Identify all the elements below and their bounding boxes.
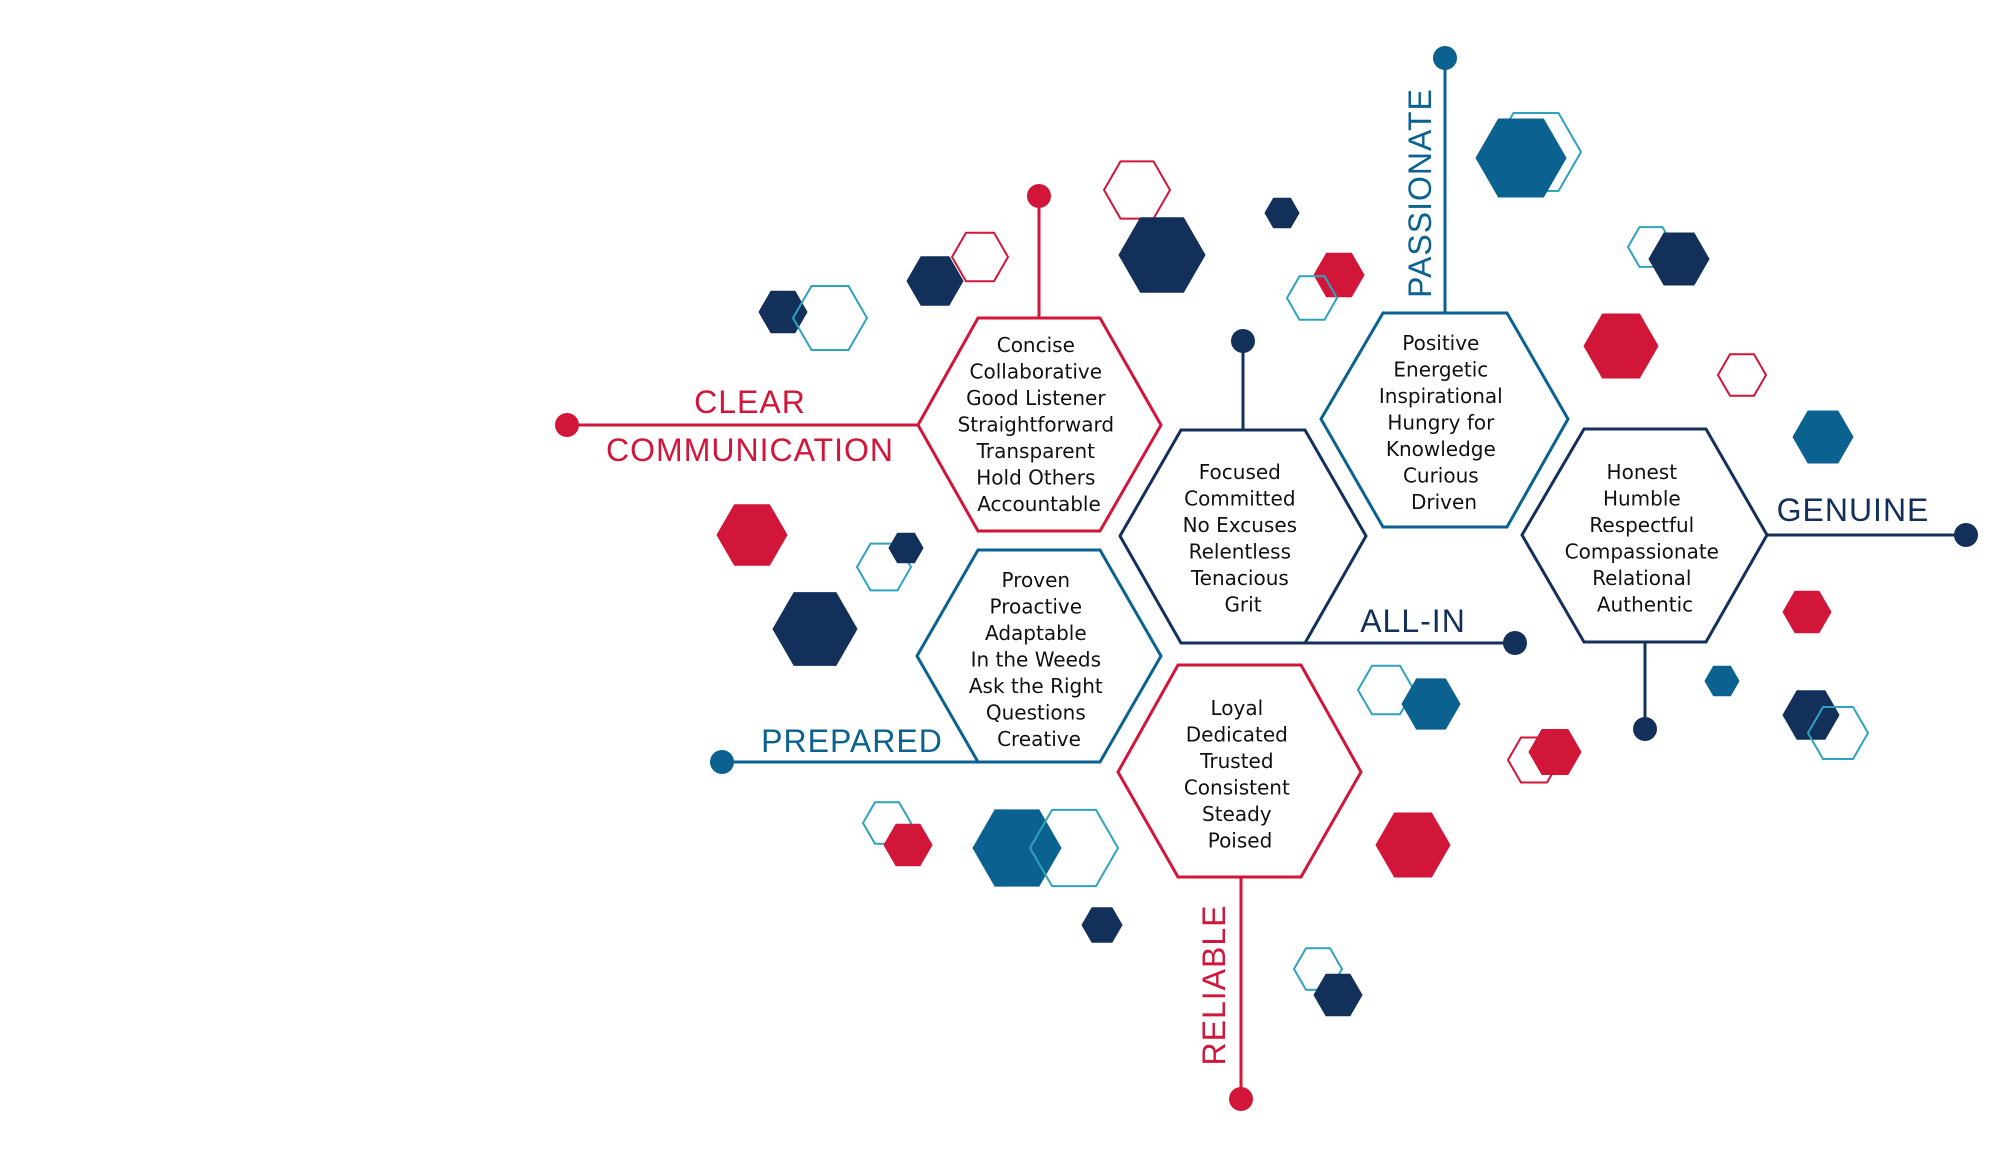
label-all-in: ALL-IN [1360, 603, 1466, 639]
traits-prepared: Proven Proactive Adaptable In the Weeds … [969, 568, 1109, 751]
decorative-hexagon [1648, 232, 1710, 286]
connector-dot-clear-communication-top [1027, 184, 1051, 208]
decorative-hexagon [716, 504, 788, 566]
label-communication: COMMUNICATION [606, 432, 894, 468]
connector-dot-prepared-left [710, 750, 734, 774]
decorative-hexagon [791, 285, 869, 351]
traits-passionate: Positive Energetic Inspirational Hungry … [1379, 331, 1509, 514]
decorative-hexagon [972, 809, 1062, 887]
decorative-hexagon [1475, 118, 1567, 198]
decorative-hexagon [888, 532, 924, 564]
decorative-hexagon [1375, 812, 1451, 878]
hexagon-prepared [915, 548, 1163, 764]
hexagon-reliable [1116, 663, 1363, 879]
traits-all-in: Focused Committed No Excuses Relentless … [1183, 460, 1304, 617]
decorative-hexagon [758, 290, 808, 334]
traits-clear-communication: Concise Collaborative Good Listener Stra… [958, 333, 1121, 516]
hexagon-passionate [1319, 311, 1570, 529]
connector-dot-genuine-bottom [1633, 717, 1657, 741]
hexagon-genuine [1520, 427, 1769, 644]
decorative-hexagon [883, 823, 933, 867]
decorative-hexagons [716, 112, 1870, 1017]
hexagon-clear-communication [916, 316, 1163, 533]
decorative-hexagon [1028, 808, 1120, 888]
decorative-hexagon [1313, 252, 1365, 298]
decorative-hexagon [1118, 217, 1206, 293]
decorative-hexagon [1313, 973, 1363, 1017]
decorative-hexagon [1782, 690, 1840, 740]
traits-reliable: Loyal Dedicated Trusted Consistent Stead… [1184, 696, 1296, 853]
label-passionate: PASSIONATE [1402, 88, 1438, 298]
trait-texts: Concise Collaborative Good Listener Stra… [958, 331, 1726, 853]
decorative-hexagon [1081, 907, 1123, 943]
traits-genuine: Honest Humble Respectful Compassionate R… [1565, 460, 1726, 617]
connector-dot-all-in-top [1231, 329, 1255, 353]
decorative-hexagon [1528, 729, 1582, 775]
decorative-hexagon [1583, 313, 1659, 379]
label-prepared: PREPARED [761, 723, 943, 759]
decorative-hexagon [1792, 410, 1854, 464]
decorative-hexagon [1356, 664, 1416, 716]
connector-dot-reliable-bottom [1229, 1087, 1253, 1111]
decorative-hexagon [1806, 706, 1870, 760]
connector-dot-passionate-top [1433, 46, 1457, 70]
label-clear: CLEAR [694, 384, 806, 420]
decorative-hexagon [1264, 197, 1300, 229]
decorative-hexagon [1716, 353, 1768, 397]
main-hexagons [915, 311, 1769, 879]
decorative-hexagon [1704, 665, 1740, 697]
decorative-hexagon [1782, 590, 1832, 634]
decorative-hexagon [1285, 275, 1339, 321]
decorative-hexagon [1102, 160, 1172, 220]
category-labels: CLEAR COMMUNICATION PREPARED ALL-IN RELI… [606, 88, 1930, 1066]
connector-dot-clear-communication-left [555, 413, 579, 437]
connector-dot-all-in-right [1503, 631, 1527, 655]
label-genuine: GENUINE [1777, 492, 1930, 528]
decorative-hexagon [906, 256, 964, 306]
connector-dot-genuine-right [1954, 523, 1978, 547]
decorative-hexagon [950, 231, 1010, 283]
label-reliable: RELIABLE [1196, 905, 1232, 1066]
hexagon-all-in [1118, 428, 1368, 645]
decorative-hexagon [1401, 678, 1461, 730]
decorative-hexagon [772, 592, 858, 666]
connectors [555, 46, 1978, 1111]
